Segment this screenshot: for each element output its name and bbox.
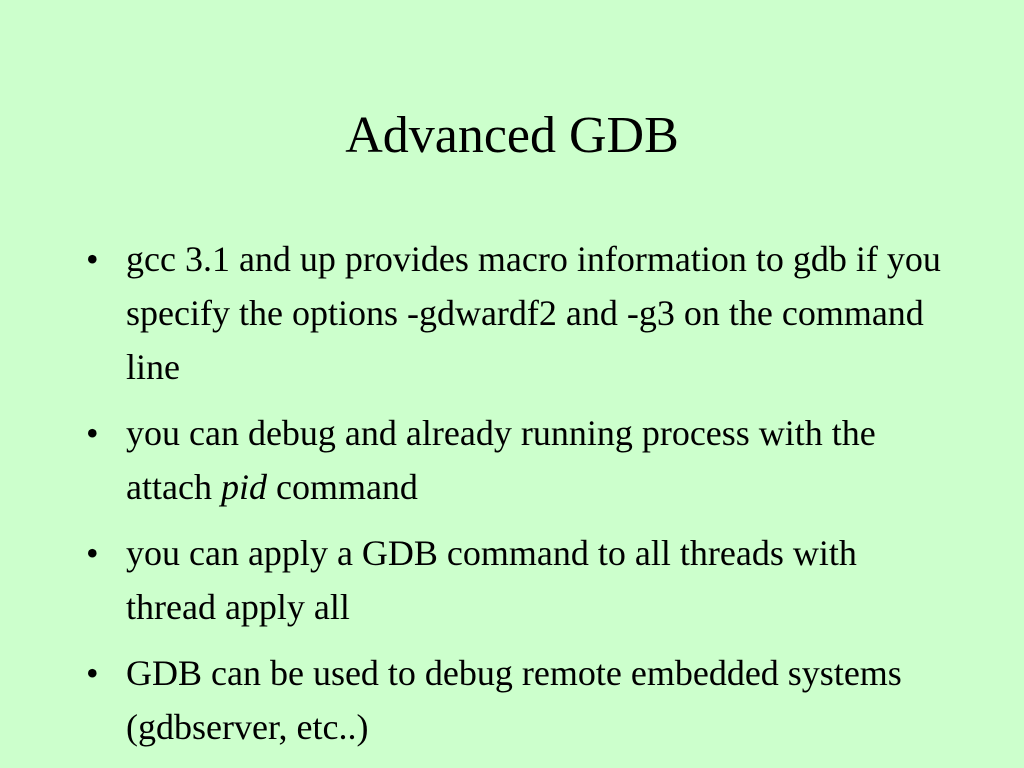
bullet-item: • GDB can be used to debug remote embedd… (86, 646, 946, 754)
bullet-icon: • (86, 239, 99, 279)
bullet-text-italic: pid (220, 467, 267, 507)
bullet-text: you can debug and already running proces… (126, 413, 876, 507)
bullet-text: gcc 3.1 and up provides macro informatio… (126, 239, 941, 387)
bullet-item: • you can debug and already running proc… (86, 406, 946, 514)
bullet-text-part: you can debug and already running proces… (126, 413, 876, 507)
bullet-list: • gcc 3.1 and up provides macro informat… (86, 232, 946, 766)
bullet-item: • you can apply a GDB command to all thr… (86, 526, 946, 634)
bullet-item: • gcc 3.1 and up provides macro informat… (86, 232, 946, 394)
bullet-icon: • (86, 653, 99, 693)
bullet-text: you can apply a GDB command to all threa… (126, 533, 857, 627)
bullet-text: GDB can be used to debug remote embedded… (126, 653, 902, 747)
bullet-icon: • (86, 413, 99, 453)
bullet-icon: • (86, 533, 99, 573)
slide-title: Advanced GDB (345, 107, 679, 164)
bullet-text-part: command (266, 467, 418, 507)
